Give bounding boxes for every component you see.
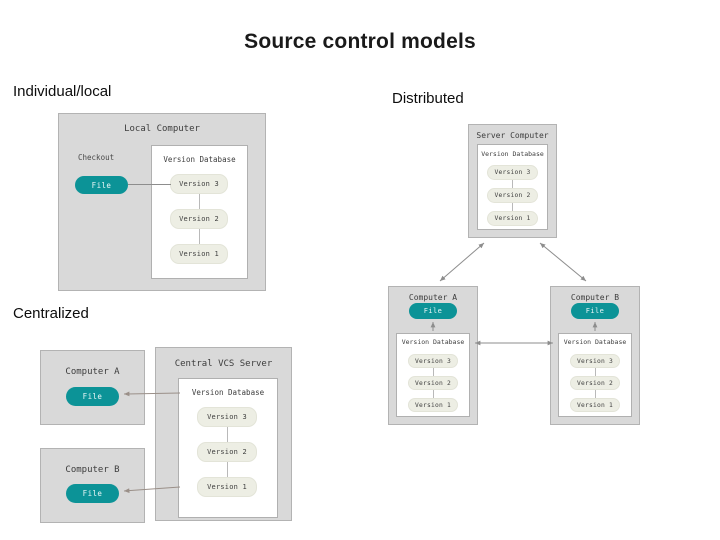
distributed-a-version-connector-3-2	[433, 368, 434, 376]
distributed-computer-a-caption: Computer A	[408, 293, 458, 302]
distributed-a-version-pill-2: Version 2	[408, 376, 458, 390]
arrow-server-computer-b	[539, 242, 587, 282]
central-vcs-server-caption: Central VCS Server	[174, 359, 273, 369]
distributed-b-version-pill-3: Version 3	[570, 354, 620, 368]
server-version-connector-3-2	[512, 180, 513, 189]
checkout-label: Checkout	[78, 153, 115, 162]
distributed-b-version-connector-2-1	[595, 390, 596, 398]
local-version-connector-2-1	[199, 229, 200, 246]
centralized-computer-b-file-pill: File	[66, 484, 119, 503]
server-computer-caption: Server Computer	[476, 131, 549, 140]
central-version-database-caption: Version Database	[191, 388, 265, 397]
distributed-b-version-pill-1: Version 1	[570, 398, 620, 412]
distributed-a-version-pill-3: Version 3	[408, 354, 458, 368]
central-version-pill-1: Version 1	[197, 477, 257, 497]
distributed-b-version-connector-3-2	[595, 368, 596, 376]
centralized-computer-b-caption: Computer B	[65, 465, 120, 475]
local-version-pill-3: Version 3	[170, 174, 228, 194]
section-label-centralized: Centralized	[13, 305, 89, 322]
centralized-computer-a-file-pill: File	[66, 387, 119, 406]
central-version-connector-3-2	[227, 427, 228, 445]
central-version-connector-2-1	[227, 462, 228, 480]
local-version-pill-2: Version 2	[170, 209, 228, 229]
distributed-computer-b-database-caption: Version Database	[563, 338, 627, 346]
server-version-pill-1: Version 1	[487, 211, 538, 226]
central-version-pill-2: Version 2	[197, 442, 257, 462]
server-version-database-caption: Version Database	[481, 150, 544, 158]
local-computer-caption: Local Computer	[124, 124, 200, 134]
local-version-pill-1: Version 1	[170, 244, 228, 264]
distributed-b-version-pill-2: Version 2	[570, 376, 620, 390]
server-version-connector-2-1	[512, 203, 513, 212]
server-version-pill-3: Version 3	[487, 165, 538, 180]
local-working-file-pill: File	[75, 176, 128, 194]
distributed-computer-a-file-pill: File	[409, 303, 457, 319]
distributed-a-version-pill-1: Version 1	[408, 398, 458, 412]
section-label-individual: Individual/local	[13, 83, 112, 100]
arrow-server-computer-a	[439, 242, 485, 282]
section-label-distributed: Distributed	[392, 90, 464, 107]
local-version-connector-3-2	[199, 194, 200, 211]
distributed-computer-b-caption: Computer B	[570, 293, 620, 302]
server-version-pill-2: Version 2	[487, 188, 538, 203]
page-title: Source control models	[244, 30, 476, 53]
distributed-computer-b-file-pill: File	[571, 303, 619, 319]
distributed-computer-a-database-caption: Version Database	[401, 338, 465, 346]
central-version-pill-3: Version 3	[197, 407, 257, 427]
local-checkout-connector	[128, 184, 171, 185]
centralized-computer-a-caption: Computer A	[65, 367, 120, 377]
local-version-database-caption: Version Database	[163, 155, 236, 164]
distributed-a-version-connector-2-1	[433, 390, 434, 398]
